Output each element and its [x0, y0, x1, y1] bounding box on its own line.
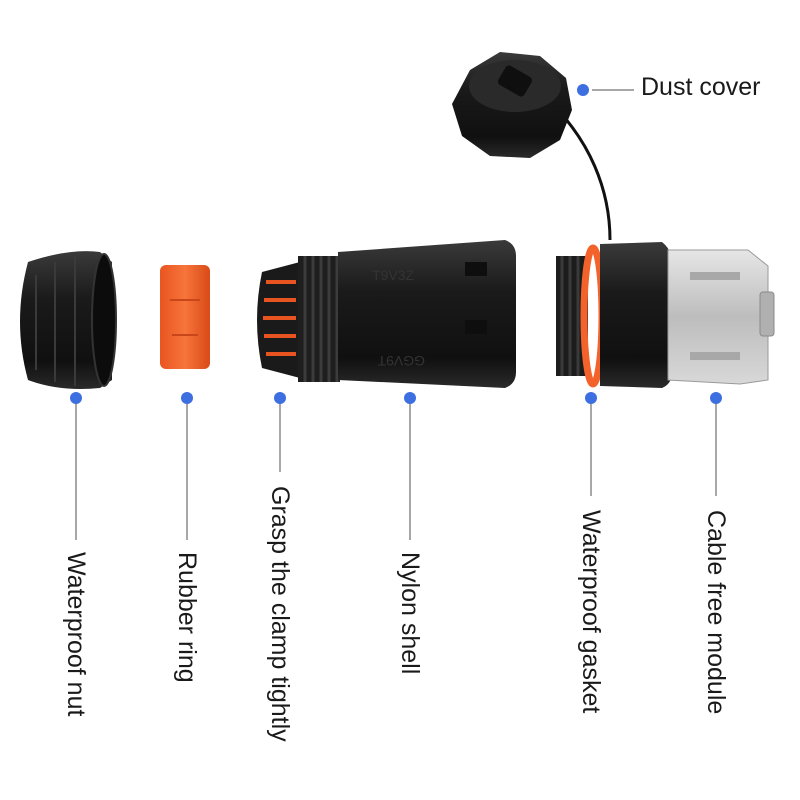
callout-leaders	[75, 89, 717, 540]
waterproof-gasket-ring	[580, 244, 606, 388]
marker-cable-free-module	[710, 392, 722, 404]
module-metal-slot	[690, 272, 740, 280]
shell-latch	[465, 320, 487, 334]
label-waterproof-nut: Waterproof nut	[62, 552, 90, 717]
clamp-finger-gap	[263, 316, 296, 320]
marker-rubber-ring	[181, 392, 193, 404]
label-waterproof-gasket: Waterproof gasket	[577, 510, 605, 714]
marker-nylon-shell	[404, 392, 416, 404]
label-cable-free-module: Cable free module	[702, 510, 730, 715]
waterproof-nut-part	[20, 251, 117, 389]
shell-body	[338, 240, 516, 388]
marker-grasp-clamp	[274, 392, 286, 404]
dust-cover-tab	[497, 65, 533, 97]
module-metal-housing	[667, 249, 769, 385]
marker-dust-cover	[577, 84, 589, 96]
cable-free-module-part	[556, 242, 775, 388]
nut-body	[20, 251, 112, 389]
clamp-finger-gap	[264, 298, 296, 302]
marker-waterproof-nut	[70, 392, 82, 404]
shell-marking-bottom: GGV9T	[377, 353, 425, 369]
clamp-finger-gap	[264, 334, 296, 338]
rubber-ring-body	[160, 265, 210, 369]
dust-cover-part	[452, 52, 612, 241]
module-thread-ridges	[560, 256, 580, 376]
callout-markers	[70, 84, 722, 404]
label-nylon-shell: Nylon shell	[396, 552, 424, 675]
module-flange	[600, 242, 672, 388]
shell-marking-top: T9V3Z	[372, 267, 414, 283]
shell-thread-ridges	[303, 256, 339, 382]
label-rubber-ring: Rubber ring	[173, 552, 201, 683]
clamp-finger-gap	[266, 280, 296, 284]
label-grasp-clamp: Grasp the clamp tightly	[266, 486, 294, 742]
module-metal-slot	[690, 352, 740, 360]
marker-waterproof-gasket	[585, 392, 597, 404]
rubber-ring-part	[160, 265, 210, 369]
module-screw	[759, 291, 775, 337]
shell-latch	[465, 262, 487, 276]
nut-opening	[91, 253, 117, 387]
nylon-shell-part: T9V3Z GGV9T	[257, 240, 516, 388]
clamp-finger-gap	[266, 352, 296, 356]
label-dust-cover: Dust cover	[641, 73, 761, 101]
